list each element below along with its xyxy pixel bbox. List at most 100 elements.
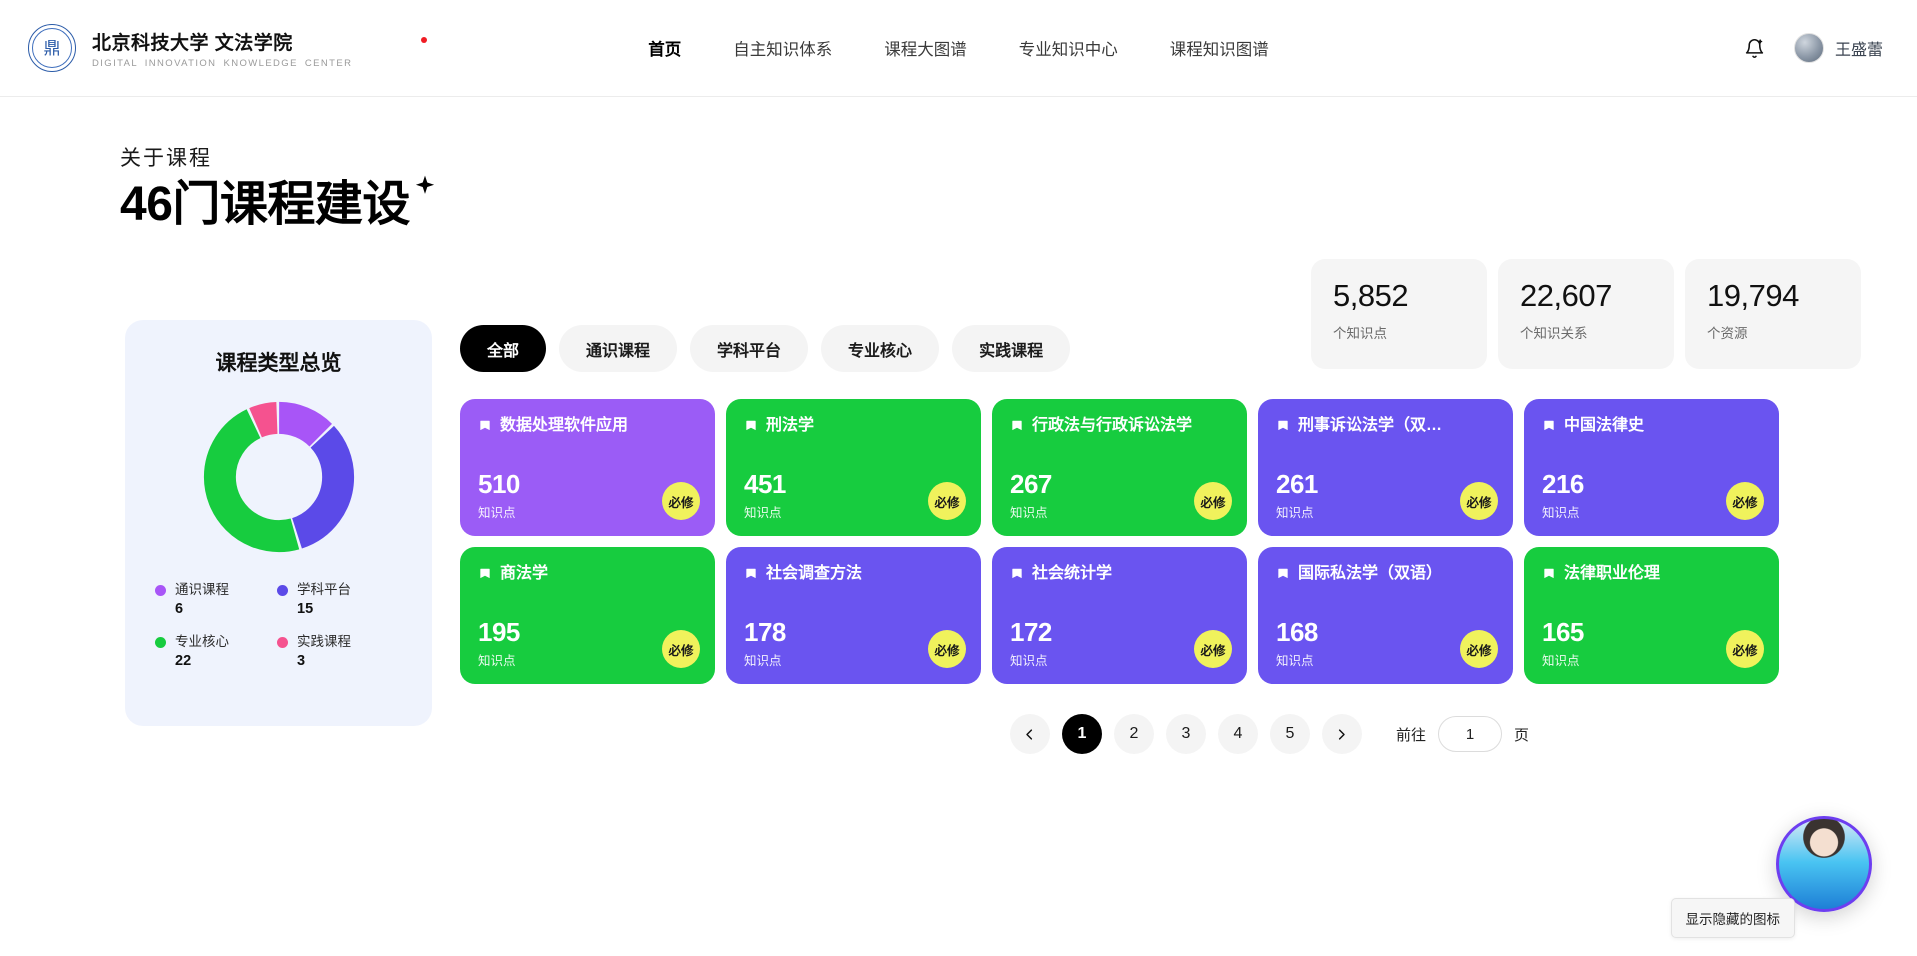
pagination-prev[interactable] bbox=[1009, 714, 1050, 754]
required-badge: 必修 bbox=[662, 630, 700, 668]
course-title: 刑法学 bbox=[766, 417, 815, 434]
required-badge: 必修 bbox=[928, 630, 966, 668]
course-card[interactable]: 社会调查方法 178 知识点 必修 bbox=[726, 547, 981, 684]
bookmark-icon bbox=[1542, 567, 1556, 586]
legend-value: 22 bbox=[175, 653, 192, 670]
notification-bell-icon[interactable] bbox=[1737, 31, 1772, 65]
tab-general-courses[interactable]: 通识课程 bbox=[559, 325, 678, 372]
tab-discipline-platform[interactable]: 学科平台 bbox=[690, 325, 809, 372]
course-title: 法律职业伦理 bbox=[1564, 565, 1661, 582]
nav-item-home[interactable]: 首页 bbox=[648, 41, 682, 59]
course-count-unit: 知识点 bbox=[744, 654, 782, 668]
tab-major-core[interactable]: 专业核心 bbox=[821, 325, 940, 372]
header-actions: 王盛蕾 bbox=[1737, 31, 1883, 65]
course-count-unit: 知识点 bbox=[478, 506, 516, 520]
red-dot-indicator bbox=[421, 37, 427, 43]
course-title: 中国法律史 bbox=[1564, 417, 1645, 434]
nav-item-course-knowledge-graph[interactable]: 课程知识图谱 bbox=[1169, 41, 1269, 59]
course-card[interactable]: 数据处理软件应用 510 知识点 必修 bbox=[460, 399, 715, 536]
category-filter-tabs: 全部 通识课程 学科平台 专业核心 实践课程 bbox=[460, 325, 1779, 372]
course-count-unit: 知识点 bbox=[1276, 654, 1314, 668]
donut-segment bbox=[203, 401, 354, 553]
tab-all[interactable]: 全部 bbox=[460, 325, 547, 372]
hero-section: 关于课程 46门课程建设 5,852 个知识点 22,607 个知识关系 19,… bbox=[0, 97, 1917, 369]
chart-legend: 通识课程 6 学科平台 15 专业核心 22 bbox=[155, 581, 432, 669]
page-jump-input[interactable] bbox=[1438, 716, 1502, 752]
user-menu[interactable]: 王盛蕾 bbox=[1793, 33, 1883, 63]
course-count: 510 bbox=[478, 469, 520, 499]
legend-color-dot bbox=[155, 637, 166, 649]
course-count: 178 bbox=[744, 617, 786, 647]
required-badge: 必修 bbox=[1460, 630, 1498, 668]
course-title: 社会调查方法 bbox=[766, 565, 863, 582]
legend-label: 学科平台 bbox=[297, 582, 351, 597]
pagination-page-4[interactable]: 4 bbox=[1217, 714, 1258, 754]
pagination-page-5[interactable]: 5 bbox=[1269, 714, 1310, 754]
page-title: 46门课程建设 bbox=[120, 178, 410, 231]
required-badge: 必修 bbox=[1194, 482, 1232, 520]
required-badge: 必修 bbox=[662, 482, 700, 520]
required-badge: 必修 bbox=[1460, 482, 1498, 520]
legend-item-tongshi: 通识课程 6 bbox=[155, 581, 277, 617]
nav-item-knowledge-system[interactable]: 自主知识体系 bbox=[733, 41, 833, 59]
stat-card-knowledge-points: 5,852 个知识点 bbox=[1311, 259, 1487, 369]
pagination-page-1[interactable]: 1 bbox=[1061, 714, 1102, 754]
legend-label: 通识课程 bbox=[175, 582, 229, 597]
course-count-unit: 知识点 bbox=[744, 506, 782, 520]
main-navigation: 首页 自主知识体系 课程大图谱 专业知识中心 课程知识图谱 bbox=[648, 36, 1269, 60]
bookmark-icon bbox=[1276, 419, 1290, 438]
donut-segment bbox=[203, 401, 354, 553]
course-count-unit: 知识点 bbox=[1010, 654, 1048, 668]
stat-value: 5,852 bbox=[1333, 278, 1409, 313]
chart-title: 课程类型总览 bbox=[215, 352, 342, 375]
top-header: 鼎 北京科技大学 文法学院 DIGITAL INNOVATION KNOWLED… bbox=[0, 0, 1917, 97]
course-count: 267 bbox=[1010, 469, 1052, 499]
nav-item-course-graph[interactable]: 课程大图谱 bbox=[884, 41, 967, 59]
required-badge: 必修 bbox=[1194, 630, 1232, 668]
legend-value: 15 bbox=[297, 601, 314, 618]
ai-assistant-avatar[interactable] bbox=[1776, 816, 1872, 912]
bookmark-icon bbox=[1276, 567, 1290, 586]
hero-kicker: 关于课程 bbox=[120, 147, 212, 170]
legend-item-zhuanyehexin: 专业核心 22 bbox=[155, 633, 277, 669]
tray-tooltip: 显示隐藏的图标 bbox=[1670, 898, 1795, 938]
course-count-unit: 知识点 bbox=[1010, 506, 1048, 520]
pagination-page-3[interactable]: 3 bbox=[1165, 714, 1206, 754]
required-badge: 必修 bbox=[928, 482, 966, 520]
brand-logo[interactable]: 鼎 北京科技大学 文法学院 DIGITAL INNOVATION KNOWLED… bbox=[28, 24, 352, 72]
stat-card-resources: 19,794 个资源 bbox=[1685, 259, 1861, 369]
bookmark-icon bbox=[478, 419, 492, 438]
course-count-unit: 知识点 bbox=[1542, 654, 1580, 668]
stat-label: 个知识点 bbox=[1333, 326, 1387, 341]
pagination-next[interactable] bbox=[1321, 714, 1362, 754]
tab-practice-courses[interactable]: 实践课程 bbox=[952, 325, 1071, 372]
stats-row: 5,852 个知识点 22,607 个知识关系 19,794 个资源 bbox=[1311, 259, 1861, 369]
stat-value: 19,794 bbox=[1707, 278, 1799, 313]
course-count: 172 bbox=[1010, 617, 1052, 647]
pagination-page-2[interactable]: 2 bbox=[1113, 714, 1154, 754]
legend-color-dot bbox=[277, 637, 288, 649]
course-title: 数据处理软件应用 bbox=[500, 417, 629, 434]
donut-svg bbox=[203, 401, 354, 553]
stat-label: 个知识关系 bbox=[1520, 326, 1588, 341]
course-count-unit: 知识点 bbox=[1542, 506, 1580, 520]
legend-color-dot bbox=[155, 585, 166, 596]
required-badge: 必修 bbox=[1726, 482, 1764, 520]
course-title: 商法学 bbox=[500, 565, 549, 582]
course-type-chart-panel: 课程类型总览 通识课程 6 学科平台 15 bbox=[125, 320, 432, 726]
page-jump: 前往 页 bbox=[1396, 716, 1529, 752]
bookmark-icon bbox=[1010, 567, 1024, 586]
nav-item-major-center[interactable]: 专业知识中心 bbox=[1018, 41, 1118, 59]
brand-subtitle: DIGITAL INNOVATION KNOWLEDGE CENTER bbox=[92, 57, 353, 69]
bookmark-icon bbox=[478, 567, 492, 586]
